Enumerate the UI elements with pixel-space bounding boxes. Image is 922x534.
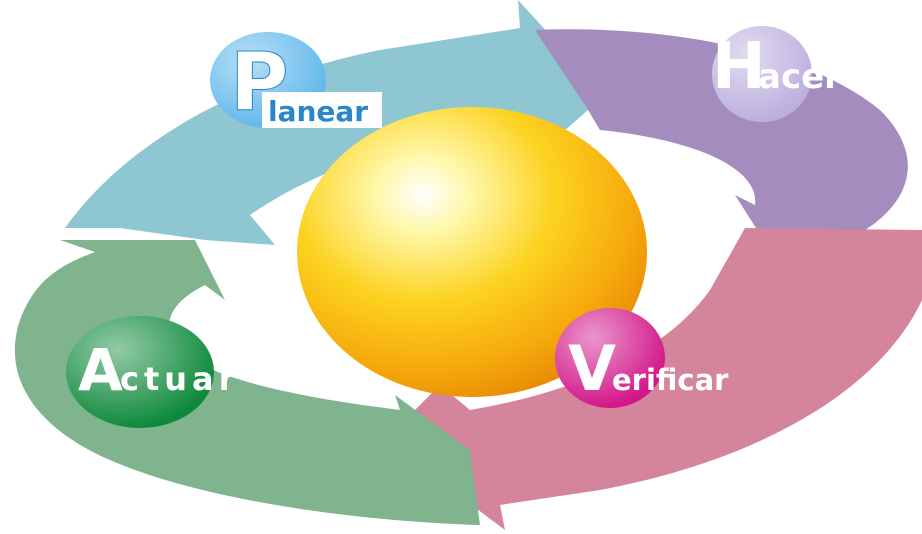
- check-initial: V: [568, 332, 616, 405]
- do-label-rest: acer: [758, 57, 841, 97]
- do-initial: H: [712, 30, 766, 104]
- check-badge: V erificar: [555, 308, 729, 408]
- act-label-rest: ctuar: [120, 360, 239, 398]
- act-badge: A ctuar: [66, 316, 239, 428]
- center-sphere: [297, 107, 647, 397]
- act-badge-shine: [66, 316, 214, 428]
- plan-badge: P lanear: [210, 32, 382, 130]
- plan-label-box: [262, 92, 382, 128]
- check-badge-shine: [555, 308, 665, 408]
- plan-initial: P: [230, 36, 289, 129]
- act-initial: A: [78, 336, 123, 404]
- act-arrow: [14, 240, 480, 525]
- do-arrow: [535, 29, 908, 252]
- do-badge: H acer: [712, 26, 841, 122]
- do-badge-shine: [712, 26, 812, 122]
- plan-label-rest: lanear: [268, 95, 368, 128]
- check-label-rest: erificar: [612, 363, 729, 397]
